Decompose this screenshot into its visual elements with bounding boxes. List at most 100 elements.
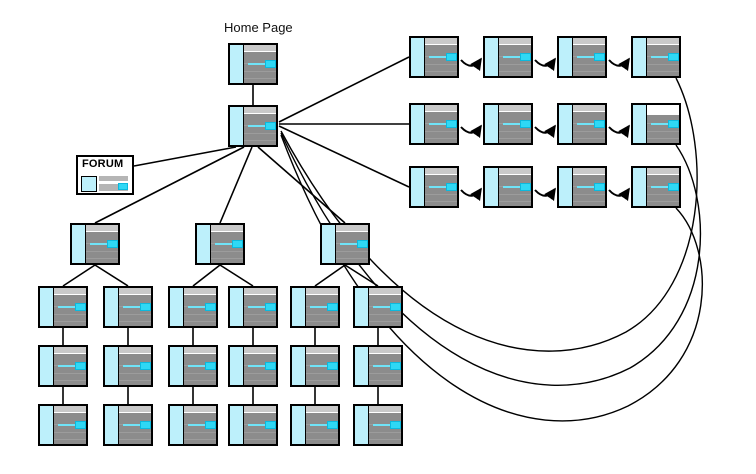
node-text-rule xyxy=(573,131,605,132)
node-link-underline xyxy=(373,306,391,308)
node-row1-col1[interactable] xyxy=(409,36,459,78)
node-text-rule xyxy=(573,194,605,195)
node-child-5[interactable] xyxy=(290,286,340,328)
node-header-bar xyxy=(499,168,531,175)
node-home-page[interactable] xyxy=(228,43,278,85)
node-text-rule xyxy=(184,314,216,315)
node-sidebar xyxy=(559,38,573,76)
node-link-chip xyxy=(140,362,151,370)
node-sidebar xyxy=(170,347,184,385)
node-sidebar xyxy=(292,347,306,385)
node-content xyxy=(119,347,151,385)
node-row2-col3[interactable] xyxy=(557,103,607,145)
node-link-chip xyxy=(205,303,216,311)
node-row1-col2[interactable] xyxy=(483,36,533,78)
node-content xyxy=(54,347,86,385)
node-text-rule xyxy=(647,201,679,202)
node-leaf-11[interactable] xyxy=(290,404,340,446)
node-row1-col4[interactable] xyxy=(631,36,681,78)
node-text-rule xyxy=(119,373,151,374)
node-text-rule xyxy=(184,373,216,374)
node-child-1[interactable] xyxy=(38,286,88,328)
node-row1-col3[interactable] xyxy=(557,36,607,78)
node-leaf-6[interactable] xyxy=(353,345,403,387)
node-link-underline xyxy=(340,243,358,245)
node-header-bar xyxy=(306,347,338,354)
node-header-bar xyxy=(369,347,401,354)
node-leaf-12[interactable] xyxy=(353,404,403,446)
node-child-6[interactable] xyxy=(353,286,403,328)
node-header-bar xyxy=(54,288,86,295)
node-sidebar xyxy=(411,38,425,76)
node-link-chip xyxy=(140,303,151,311)
node-text-rule xyxy=(336,251,368,252)
node-content xyxy=(119,406,151,444)
node-header-bar xyxy=(499,105,531,112)
node-text-rule xyxy=(244,432,276,433)
node-leaf-7[interactable] xyxy=(38,404,88,446)
node-leaf-5[interactable] xyxy=(290,345,340,387)
node-link-underline xyxy=(503,123,521,125)
node-link-chip xyxy=(265,303,276,311)
node-child-3[interactable] xyxy=(168,286,218,328)
node-branch-3[interactable] xyxy=(320,223,370,265)
node-branch-1[interactable] xyxy=(70,223,120,265)
node-content xyxy=(573,38,605,76)
node-row3-col2[interactable] xyxy=(483,166,533,208)
node-header-bar xyxy=(499,38,531,45)
node-row3-col1[interactable] xyxy=(409,166,459,208)
node-row2-col4[interactable] xyxy=(631,103,681,145)
node-branch-2[interactable] xyxy=(195,223,245,265)
node-text-rule xyxy=(211,251,243,252)
node-text-rule xyxy=(86,258,118,259)
edge-branch3-child5 xyxy=(314,264,346,287)
node-leaf-1[interactable] xyxy=(38,345,88,387)
node-content xyxy=(244,288,276,326)
node-sidebar xyxy=(40,288,54,326)
node-leaf-8[interactable] xyxy=(103,404,153,446)
node-header-bar xyxy=(306,406,338,413)
node-content xyxy=(184,406,216,444)
node-child-4[interactable] xyxy=(228,286,278,328)
node-link-chip xyxy=(232,240,243,248)
node-leaf-3[interactable] xyxy=(168,345,218,387)
node-link-chip xyxy=(357,240,368,248)
node-content xyxy=(499,38,531,76)
node-leaf-4[interactable] xyxy=(228,345,278,387)
node-child-2[interactable] xyxy=(103,286,153,328)
return-curve-row1 xyxy=(280,77,698,352)
node-link-chip xyxy=(265,362,276,370)
node-leaf-10[interactable] xyxy=(228,404,278,446)
node-row2-col2[interactable] xyxy=(483,103,533,145)
node-content xyxy=(369,347,401,385)
node-text-rule xyxy=(369,432,401,433)
node-link-chip xyxy=(390,303,401,311)
node-link-chip xyxy=(265,421,276,429)
node-forum[interactable]: FORUM xyxy=(76,155,134,195)
node-leaf-2[interactable] xyxy=(103,345,153,387)
home-page-label: Home Page xyxy=(224,20,293,35)
node-content xyxy=(211,225,243,263)
node-link-underline xyxy=(373,424,391,426)
node-leaf-9[interactable] xyxy=(168,404,218,446)
node-content xyxy=(86,225,118,263)
straight-edges-group xyxy=(62,56,410,404)
node-text-rule xyxy=(306,314,338,315)
arrow-row2-3-4 xyxy=(608,124,630,138)
node-header-bar xyxy=(425,38,457,45)
node-text-rule xyxy=(306,439,338,440)
node-text-rule xyxy=(425,131,457,132)
node-content xyxy=(54,288,86,326)
node-row3-col3[interactable] xyxy=(557,166,607,208)
node-link-chip xyxy=(446,53,457,61)
node-row3-col4[interactable] xyxy=(631,166,681,208)
node-sidebar xyxy=(633,168,647,206)
node-link-underline xyxy=(503,56,521,58)
node-sidebar xyxy=(105,288,119,326)
node-hub[interactable] xyxy=(228,105,278,147)
node-text-rule xyxy=(54,321,86,322)
node-link-chip xyxy=(668,53,679,61)
node-link-underline xyxy=(429,186,447,188)
node-row2-col1[interactable] xyxy=(409,103,459,145)
node-link-underline xyxy=(651,123,669,125)
